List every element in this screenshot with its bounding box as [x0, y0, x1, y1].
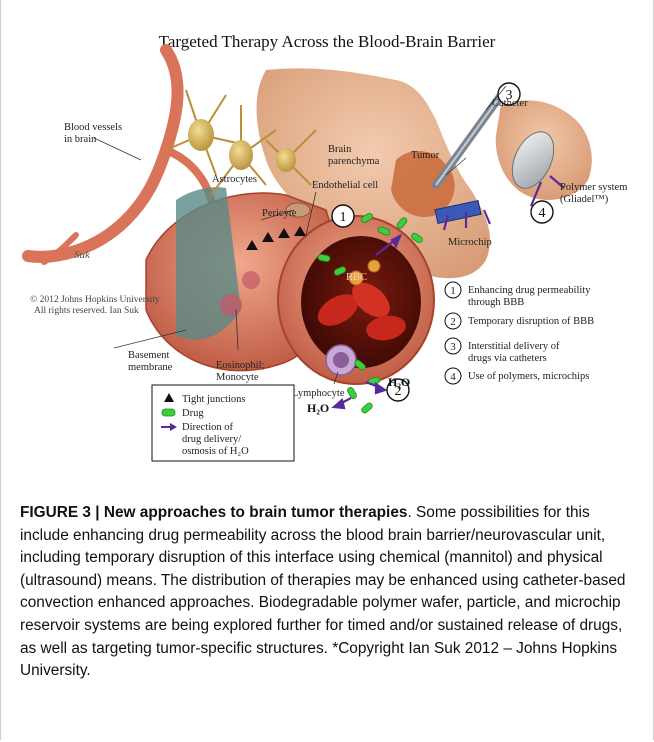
approach-1-line-2: through BBB [468, 297, 524, 308]
label-parenchyma: parenchyma [328, 156, 380, 167]
figure-caption: FIGURE 3 | New approaches to brain tumor… [20, 502, 636, 683]
artist-signature: Suk [74, 249, 91, 261]
label-h2o-right: H₂O [388, 375, 410, 389]
label-catheter: Catheter [492, 98, 528, 109]
label-lymphocyte: Lymphocyte [292, 388, 345, 399]
label-monocyte: Monocyte [216, 372, 259, 383]
bbb-illustration: Targeted Therapy Across the Blood-Brain … [16, 10, 638, 472]
caption-body: . Some possibilities for this include en… [20, 504, 625, 679]
label-gliadel: (Gliadel™) [560, 194, 609, 205]
marker-4: 4 [531, 201, 553, 223]
label-basement: Basement [128, 350, 169, 361]
astrocyte-body [276, 148, 296, 172]
drug-carrier [368, 260, 380, 272]
approach-3-line-1: Interstitial delivery of [468, 341, 560, 352]
marker-1-text: 1 [340, 210, 347, 225]
label-membrane: membrane [128, 362, 173, 373]
illustration-artwork: 1 2 3 4 Blood vessels in brain [16, 10, 638, 472]
label-blood-vessels-2: in brain [64, 134, 97, 145]
label-microchip: Microchip [448, 237, 492, 248]
approach-4-line-1: Use of polymers, microchips [468, 371, 589, 382]
eosinophil-cell [220, 294, 242, 316]
copyright-line-1: © 2012 Johns Hopkins University [30, 294, 160, 305]
lymphocyte-nucleus [333, 352, 349, 368]
label-rbc: RBC [346, 272, 367, 283]
svg-text:4: 4 [539, 206, 546, 221]
label-tumor: Tumor [411, 150, 440, 161]
label-endothelial-cell: Endothelial cell [312, 180, 378, 191]
label-brain: Brain [328, 144, 352, 155]
legend-box: Tight junctions Drug Direction of drug d… [152, 385, 294, 461]
svg-text:4: 4 [450, 371, 456, 383]
approach-3-line-2: drugs via catheters [468, 353, 547, 364]
label-h2o-left: H₂O [307, 401, 329, 415]
blood-vessel-branch [28, 50, 178, 257]
label-blood-vessels: Blood vessels [64, 122, 122, 133]
marker-1: 1 [332, 205, 354, 227]
approach-1-line-1: Enhancing drug permeability [468, 285, 591, 296]
label-polymer-system: Polymer system [560, 182, 627, 193]
caption-heading: FIGURE 3 | New approaches to brain tumor… [20, 504, 407, 521]
label-astrocytes: Astrocytes [212, 174, 257, 185]
approach-2-line-1: Temporary disruption of BBB [468, 316, 594, 327]
astrocyte-body [188, 119, 214, 151]
legend-drug: Drug [182, 408, 204, 419]
svg-text:1: 1 [450, 285, 456, 297]
legend-direction-3: osmosis of H₂O [182, 446, 249, 457]
legend-direction-2: drug delivery/ [182, 434, 241, 445]
svg-text:3: 3 [450, 341, 456, 353]
copyright-line-2: All rights reserved. Ian Suk [34, 306, 139, 316]
monocyte-cell [242, 271, 260, 289]
legend-direction-1: Direction of [182, 422, 234, 433]
approaches-list: 1 Enhancing drug permeability through BB… [445, 282, 594, 384]
drug-legend-icon [162, 409, 175, 416]
astrocyte-body [229, 140, 253, 170]
legend-tight-junctions: Tight junctions [182, 394, 246, 405]
svg-text:2: 2 [450, 316, 456, 328]
label-eosinophil: Eosinophil; [216, 360, 265, 371]
label-pericyte: Pericyte [262, 208, 297, 219]
